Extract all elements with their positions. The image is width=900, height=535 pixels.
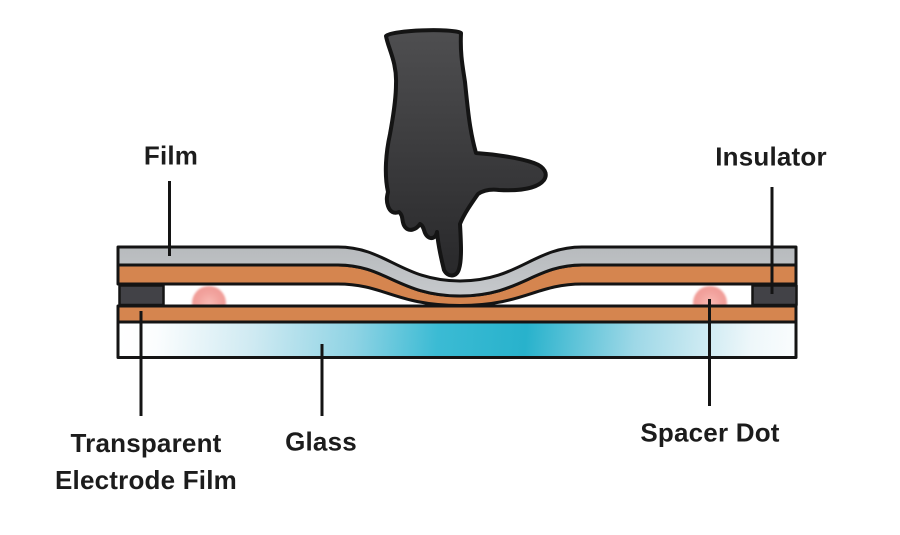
glass-layer <box>116 320 798 359</box>
insulator-right <box>751 284 798 307</box>
insulator-label: Insulator <box>715 141 827 172</box>
finger-press-icon <box>383 28 548 278</box>
glass-label: Glass <box>285 426 357 457</box>
transparent-electrode-film-label-line2: Electrode Film <box>55 465 237 495</box>
bottom-electrode-layer <box>116 304 798 324</box>
spacer-dot-label: Spacer Dot <box>640 417 780 448</box>
transparent-electrode-film-label: Transparent Electrode Film <box>55 425 237 499</box>
transparent-electrode-film-label-line1: Transparent <box>70 428 222 459</box>
film-label: Film <box>143 140 199 171</box>
insulator-left <box>118 284 165 307</box>
film-layer <box>116 245 798 298</box>
